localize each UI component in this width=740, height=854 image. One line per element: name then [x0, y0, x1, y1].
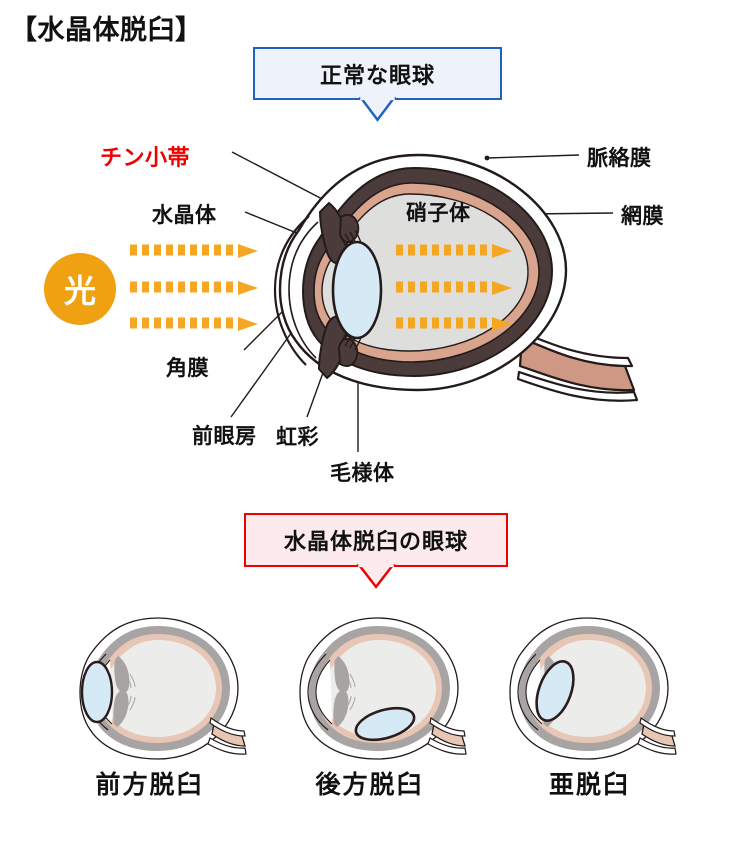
- cornea: [273, 215, 319, 366]
- zonule-fibers: [339, 229, 364, 351]
- label-cornea: 角膜: [166, 356, 209, 380]
- case-label-posterior: 後方脱臼: [315, 770, 424, 799]
- lens: [331, 240, 383, 340]
- small-eye-posterior: [299, 617, 467, 760]
- label-ciliary-body: 毛様体: [330, 461, 395, 485]
- callout-normal-eye: 正常な眼球: [253, 47, 502, 122]
- small-eye-subluxation: [509, 617, 677, 760]
- iris: [318, 202, 348, 379]
- sclera: [278, 153, 568, 392]
- callout-dislocated-eye-label: 水晶体脱臼の眼球: [283, 530, 468, 555]
- optic-nerve: [516, 329, 639, 402]
- light-source-label: 光: [63, 272, 96, 310]
- label-choroid: 脈絡膜: [587, 146, 652, 170]
- light-source-badge: 光: [44, 253, 116, 325]
- callout-dislocated-tail-icon: [356, 563, 396, 589]
- label-retina: 網膜: [621, 204, 664, 228]
- label-iris: 虹彩: [276, 425, 319, 449]
- label-anterior-chamber: 前眼房: [192, 424, 257, 448]
- label-zonule: チン小帯: [100, 146, 191, 171]
- callout-dislocated-eye: 水晶体脱臼の眼球: [244, 513, 508, 589]
- label-vitreous-body: 硝子体: [406, 201, 471, 225]
- case-label-anterior: 前方脱臼: [95, 770, 204, 799]
- label-lens: 水晶体: [152, 203, 217, 227]
- callout-normal-eye-label: 正常な眼球: [319, 63, 435, 89]
- case-label-subluxation: 亜脱臼: [548, 770, 630, 799]
- ciliary-body: [338, 214, 360, 367]
- callout-normal-tail-icon: [358, 96, 397, 122]
- small-eye-anterior: [79, 617, 247, 760]
- light-rays-inner: [396, 244, 512, 331]
- page-title: 【水晶体脱臼】: [10, 15, 203, 46]
- light-rays-outer: [130, 244, 258, 331]
